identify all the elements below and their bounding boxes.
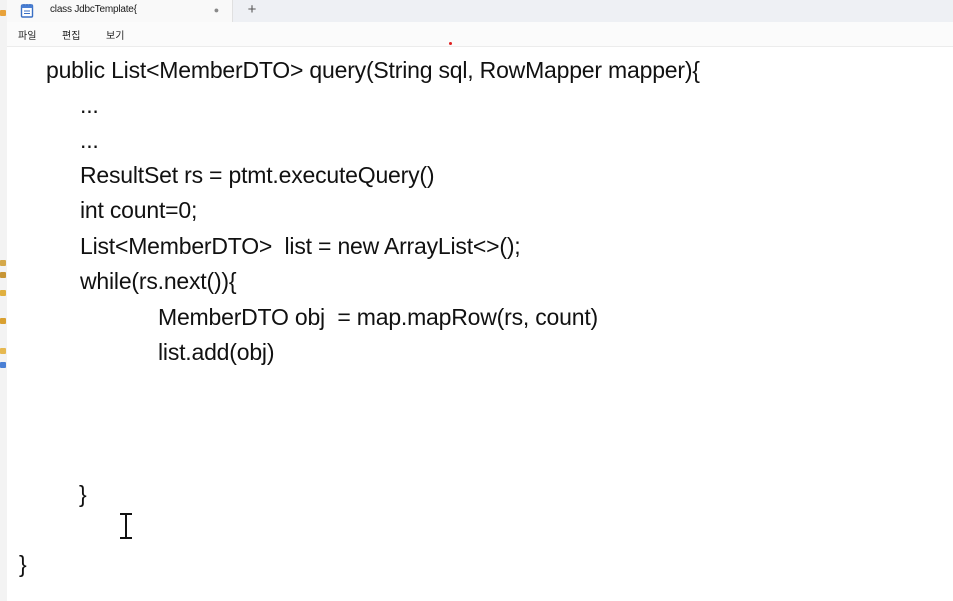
- background-folder-icon: [0, 260, 6, 266]
- text-cursor-icon: [119, 512, 133, 540]
- background-folder-icon: [0, 348, 6, 354]
- background-folder-icon: [0, 290, 6, 296]
- code-line: ...: [80, 127, 99, 153]
- text-editor[interactable]: public List<MemberDTO> query(String sql,…: [7, 47, 953, 601]
- background-folder-icon: [0, 318, 6, 324]
- code-line: }: [19, 551, 27, 577]
- title-bar: class JdbcTemplate{ ● +: [7, 0, 953, 22]
- new-tab-button[interactable]: +: [247, 1, 257, 18]
- unsaved-dot-icon[interactable]: ●: [213, 5, 220, 15]
- menu-file[interactable]: 파일: [18, 31, 37, 42]
- code-line: List<MemberDTO> list = new ArrayList<>()…: [80, 233, 521, 259]
- code-line: list.add(obj): [158, 339, 275, 365]
- menu-edit[interactable]: 편집: [62, 31, 81, 42]
- code-line: MemberDTO obj = map.mapRow(rs, count): [158, 304, 598, 330]
- menu-bar: 파일 편집 보기: [7, 22, 953, 47]
- notepad-icon: [20, 4, 34, 18]
- menu-view[interactable]: 보기: [106, 31, 125, 42]
- code-line: int count=0;: [80, 197, 198, 223]
- tab-document[interactable]: class JdbcTemplate{ ●: [7, 0, 233, 22]
- code-line: public List<MemberDTO> query(String sql,…: [46, 57, 700, 83]
- background-app-icon: [0, 10, 6, 16]
- code-line: ...: [80, 92, 99, 118]
- code-line: ResultSet rs = ptmt.executeQuery(): [80, 162, 435, 188]
- tab-title: class JdbcTemplate{: [50, 4, 137, 15]
- background-file-icon: [0, 362, 6, 368]
- indicator-dot: [449, 42, 452, 45]
- code-line: while(rs.next()){: [80, 268, 237, 294]
- code-line: }: [79, 481, 87, 507]
- background-folder-icon: [0, 272, 6, 278]
